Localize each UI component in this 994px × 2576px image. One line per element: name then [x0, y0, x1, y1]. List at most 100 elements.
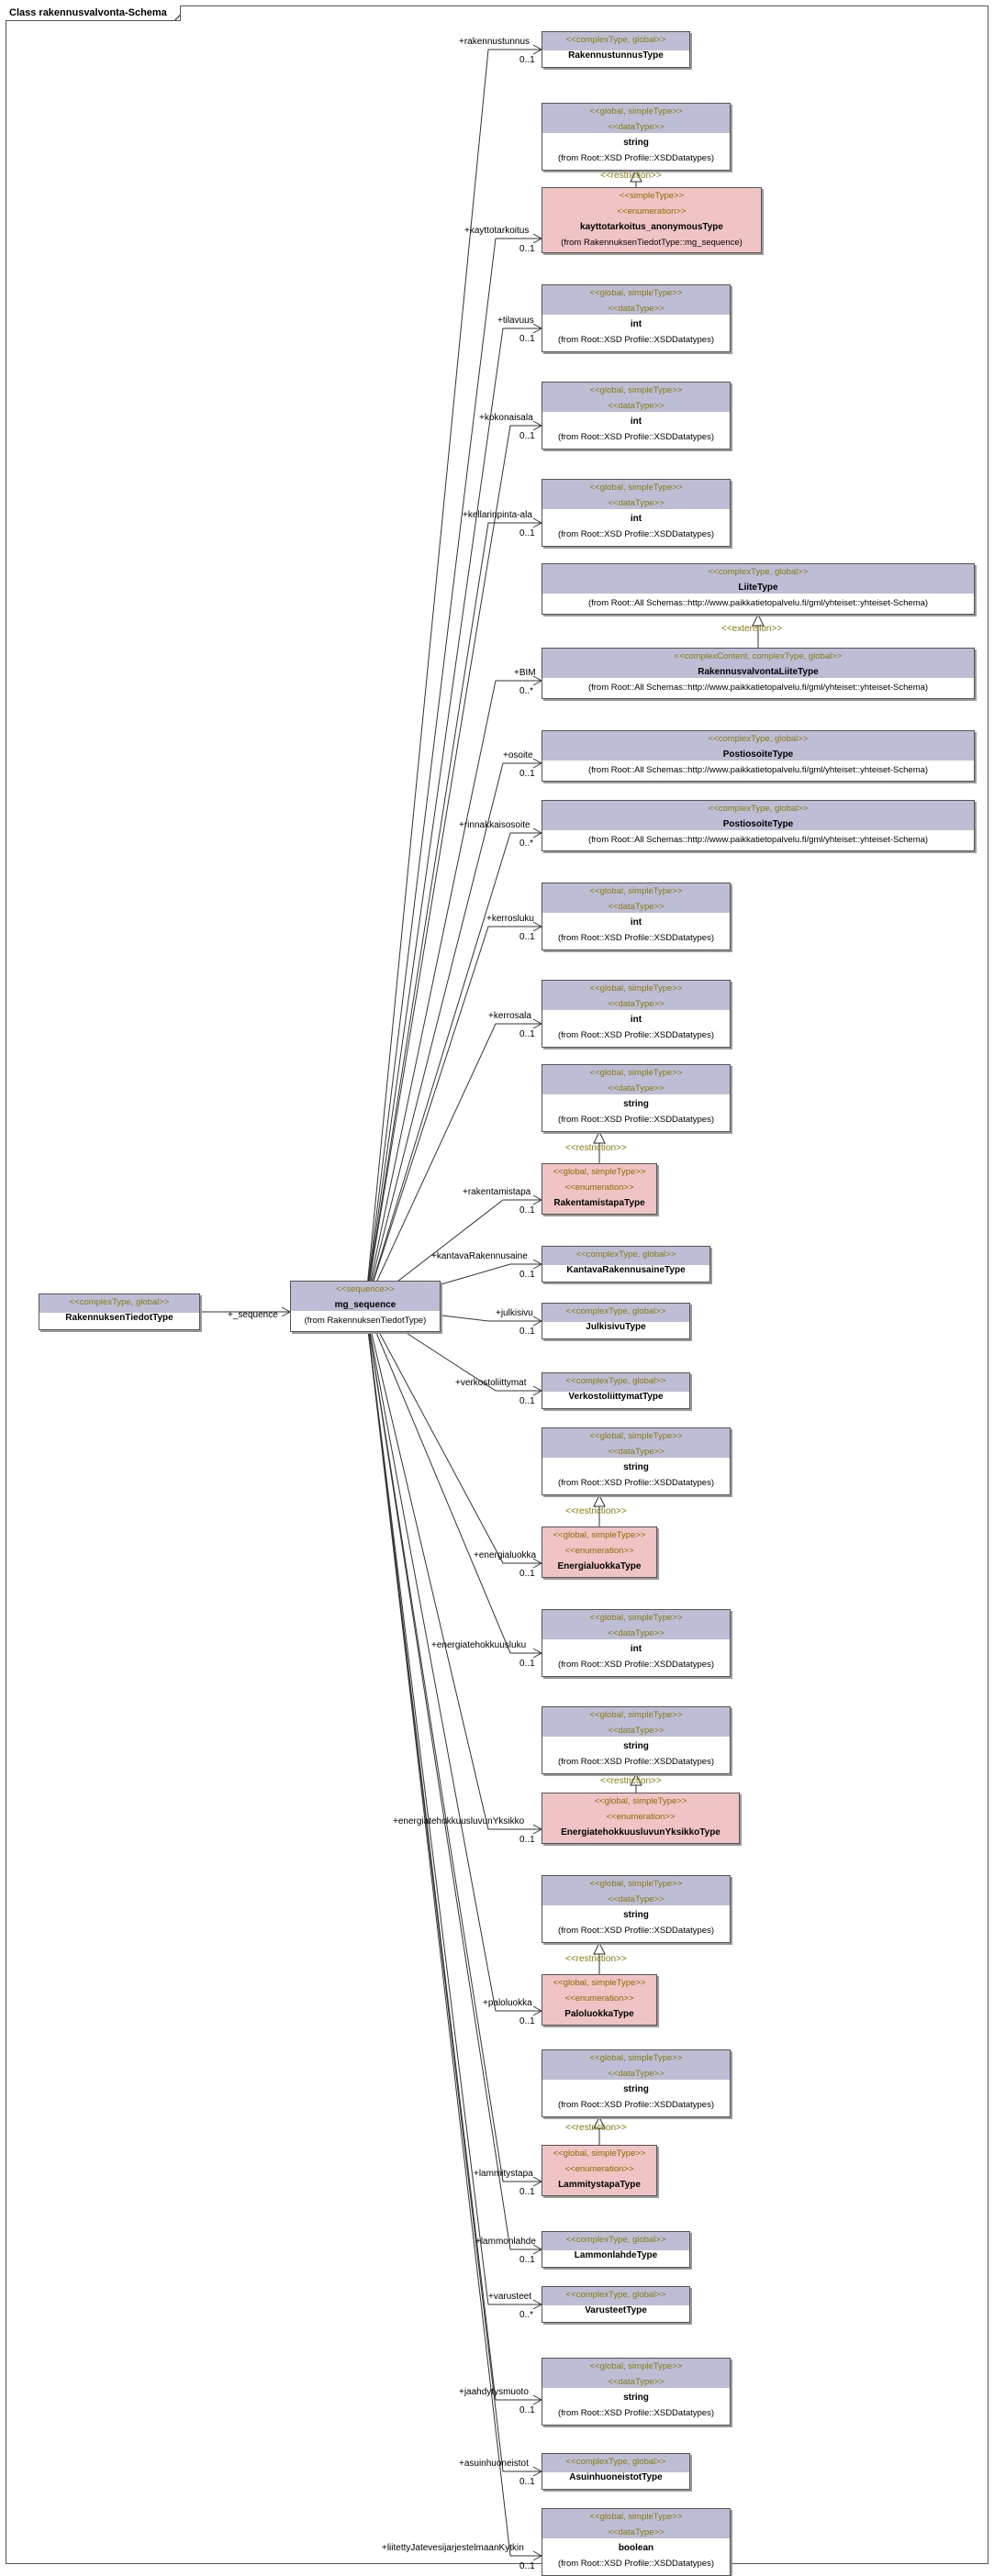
- box-stereotype: <<enumeration>>: [606, 1812, 676, 1822]
- kayttotarkoitus-type-box[interactable]: <<simpleType>> <<enumeration>> kayttotar…: [542, 187, 762, 253]
- box-stereotype: <<global, simpleType>>: [589, 106, 683, 117]
- int-type-box-1[interactable]: <<global, simpleType>> <<dataType>> int …: [542, 284, 731, 352]
- box-name: RakentamistapaType: [553, 1198, 645, 1208]
- int-type-box-3[interactable]: <<global, simpleType>> <<dataType>> int …: [542, 479, 731, 547]
- verkosto-type-box[interactable]: <<complexType, global>> Verkostoliittyma…: [542, 1372, 690, 1409]
- association-multiplicity: 0..1: [519, 1327, 535, 1337]
- box-from: (from Root::XSD Profile::XSDDatatypes): [558, 432, 714, 442]
- box-stereotype: <<enumeration>>: [564, 1183, 634, 1193]
- sequence-from: (from RakennuksenTiedotType): [304, 1316, 427, 1326]
- association-label: +verkostoliittymat: [455, 1378, 527, 1388]
- box-name: LammonlahdeType: [574, 2250, 658, 2260]
- association-line: [364, 49, 542, 1307]
- association-multiplicity: 0..1: [519, 769, 535, 779]
- box-stereotype: <<complexType, global>>: [565, 1306, 666, 1316]
- box-from: (from Root::XSD Profile::XSDDatatypes): [558, 1757, 714, 1767]
- box-from: (from Root::All Schemas::http://www.paik…: [587, 598, 929, 608]
- association-multiplicity: 0..*: [519, 838, 534, 849]
- postiosoite-type-box-1[interactable]: <<complexType, global>> PostiosoiteType …: [542, 730, 975, 782]
- box-name: string: [623, 2393, 649, 2403]
- box-from: (from Root::XSD Profile::XSDDatatypes): [558, 2559, 714, 2569]
- generalization-arrowhead: [752, 613, 765, 627]
- string-type-box-6[interactable]: <<global, simpleType>> <<dataType>> stri…: [542, 2049, 731, 2117]
- association-line: [364, 832, 542, 1307]
- association-label: +julkisivu: [496, 1308, 533, 1318]
- box-stereotype: <<global, simpleType>>: [589, 2361, 683, 2371]
- box-name: string: [623, 2084, 649, 2094]
- string-type-box-4[interactable]: <<global, simpleType>> <<dataType>> stri…: [542, 1706, 731, 1774]
- rv-liite-type-box[interactable]: <<complexContent, complexType, global>> …: [542, 648, 975, 699]
- box-stereotype: <<dataType>>: [608, 1726, 665, 1736]
- string-type-box-7[interactable]: <<global, simpleType>> <<dataType>> stri…: [542, 2358, 731, 2426]
- association-line: [364, 1305, 542, 2305]
- box-from: (from Root::XSD Profile::XSDDatatypes): [558, 529, 714, 539]
- box-from: (from Root::XSD Profile::XSDDatatypes): [558, 2408, 714, 2418]
- box-stereotype: <<dataType>>: [608, 1083, 665, 1094]
- box-from: (from Root::XSD Profile::XSDDatatypes): [558, 1926, 714, 1936]
- lammonlahde-type-box[interactable]: <<complexType, global>> LammonlahdeType: [542, 2231, 690, 2268]
- julkisivu-type-box[interactable]: <<complexType, global>> JulkisivuType: [542, 1303, 690, 1339]
- association-line: [364, 238, 542, 1307]
- root-class-box[interactable]: <<complexType, global>> RakennuksenTiedo…: [39, 1294, 200, 1330]
- association-multiplicity: 0..1: [519, 932, 535, 942]
- association-label: +liitettyJatevesijarjestelmaanKytkin: [382, 2543, 524, 2553]
- association-label: +energiatehokkuusluku: [431, 1640, 527, 1650]
- box-stereotype: <<dataType>>: [608, 401, 665, 411]
- rakennustunnus-type-box[interactable]: <<complexType, global>> RakennustunnusTy…: [542, 31, 690, 68]
- string-type-box-5[interactable]: <<global, simpleType>> <<dataType>> stri…: [542, 1875, 731, 1943]
- box-name: AsuinhuoneistotType: [569, 2472, 663, 2482]
- root-stereotype: <<complexType, global>>: [69, 1297, 170, 1307]
- association-line: [364, 1305, 542, 1654]
- box-name: string: [623, 1741, 649, 1751]
- box-stereotype: <<dataType>>: [608, 122, 665, 132]
- box-stereotype: <<global, simpleType>>: [553, 2149, 646, 2159]
- restriction-label: <<restriction>>: [600, 1776, 662, 1786]
- asuinhuoneisto-type-box[interactable]: <<complexType, global>> AsuinhuoneistotT…: [542, 2453, 690, 2490]
- box-stereotype: <<complexType, global>>: [565, 35, 666, 45]
- boolean-type-box[interactable]: <<global, simpleType>> <<dataType>> bool…: [542, 2508, 731, 2576]
- association-label: +energiatehokkuusluvunYksikko: [393, 1816, 525, 1827]
- lammitystapa-type-box[interactable]: <<global, simpleType>> <<enumeration>> L…: [542, 2145, 657, 2196]
- int-type-box-4[interactable]: <<global, simpleType>> <<dataType>> int …: [542, 883, 731, 950]
- varusteet-type-box[interactable]: <<complexType, global>> VarusteetType: [542, 2286, 690, 2323]
- box-stereotype: <<dataType>>: [608, 498, 665, 508]
- box-name: int: [630, 319, 642, 329]
- energialuokka-type-box[interactable]: <<global, simpleType>> <<enumeration>> E…: [542, 1527, 657, 1578]
- box-name: string: [623, 1910, 649, 1920]
- box-stereotype: <<complexType, global>>: [708, 734, 809, 744]
- int-type-box-6[interactable]: <<global, simpleType>> <<dataType>> int …: [542, 1609, 731, 1677]
- box-name: VarusteetType: [585, 2305, 647, 2315]
- box-name: LammitystapaType: [558, 2180, 641, 2190]
- sequence-box[interactable]: <<sequence>> mg_sequence (from Rakennuks…: [290, 1281, 441, 1332]
- generalization-arrowhead: [593, 1941, 606, 1955]
- association-label: +kokonaisala: [479, 413, 533, 423]
- string-type-box-2[interactable]: <<global, simpleType>> <<dataType>> stri…: [542, 1064, 731, 1132]
- paloluokka-type-box[interactable]: <<global, simpleType>> <<enumeration>> P…: [542, 1974, 657, 2026]
- association-label: +rinnakkaisosoite: [459, 820, 531, 830]
- root-link-label: +_sequence: [228, 1310, 278, 1320]
- box-stereotype: <<complexType, global>>: [575, 1249, 676, 1260]
- box-from: (from Root::XSD Profile::XSDDatatypes): [558, 1660, 714, 1670]
- energiayksikko-type-box[interactable]: <<global, simpleType>> <<enumeration>> E…: [542, 1793, 740, 1844]
- box-name: string: [623, 1099, 649, 1109]
- box-from: (from Root::XSD Profile::XSDDatatypes): [558, 1115, 714, 1125]
- box-name: EnergiatehokkuusluvunYksikkoType: [561, 1827, 720, 1838]
- box-stereotype: <<enumeration>>: [617, 206, 687, 217]
- box-stereotype: <<global, simpleType>>: [589, 288, 683, 298]
- postiosoite-type-box-2[interactable]: <<complexType, global>> PostiosoiteType …: [542, 800, 975, 851]
- association-multiplicity: 0..1: [519, 1270, 535, 1280]
- int-type-box-5[interactable]: <<global, simpleType>> <<dataType>> int …: [542, 980, 731, 1048]
- rakentamistapa-type-box[interactable]: <<global, simpleType>> <<enumeration>> R…: [542, 1163, 657, 1215]
- kantava-type-box[interactable]: <<complexType, global>> KantavaRakennusa…: [542, 1246, 710, 1282]
- box-stereotype: <<global, simpleType>>: [589, 385, 683, 395]
- int-type-box-2[interactable]: <<global, simpleType>> <<dataType>> int …: [542, 382, 731, 450]
- association-multiplicity: 0..1: [519, 2405, 535, 2415]
- box-stereotype: <<global, simpleType>>: [553, 1530, 646, 1540]
- box-stereotype: <<global, simpleType>>: [594, 1796, 687, 1806]
- generalization-arrowhead: [630, 169, 642, 183]
- box-from: (from Root::All Schemas::http://www.paik…: [587, 683, 929, 693]
- liite-type-box[interactable]: <<complexType, global>> LiiteType (from …: [542, 563, 975, 615]
- string-type-box-1[interactable]: <<global, simpleType>> <<dataType>> stri…: [542, 103, 731, 171]
- string-type-box-3[interactable]: <<global, simpleType>> <<dataType>> stri…: [542, 1427, 731, 1495]
